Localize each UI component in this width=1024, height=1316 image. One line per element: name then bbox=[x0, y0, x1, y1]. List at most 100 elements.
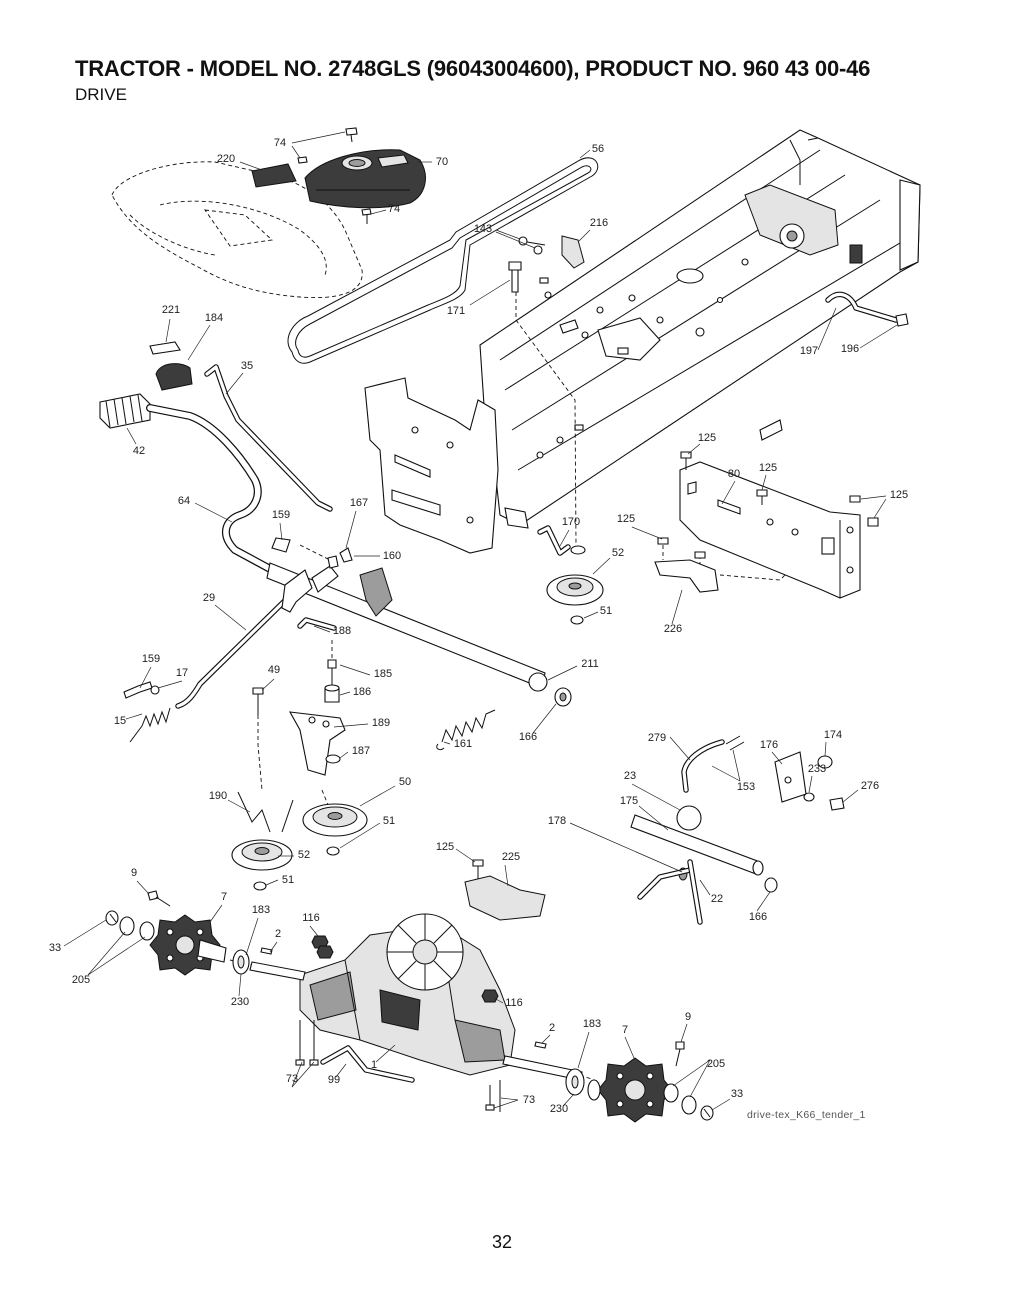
leader-line bbox=[126, 427, 137, 445]
callout-label: 185 bbox=[374, 668, 392, 680]
callout-labels: 74 220 70 56 74 143 216 171 221 184 35 1… bbox=[49, 137, 908, 1115]
callout-label: 1 bbox=[371, 1059, 377, 1071]
callout-label: 276 bbox=[861, 780, 879, 792]
leader-line bbox=[672, 1059, 711, 1087]
pedal-rod-64 bbox=[150, 408, 272, 570]
bolts-143 bbox=[518, 236, 546, 255]
bolts-9 bbox=[147, 890, 685, 1067]
callout-label: 196 bbox=[841, 343, 859, 355]
leader-line bbox=[493, 997, 504, 1004]
leader-line bbox=[493, 1099, 519, 1109]
callout-label: 190 bbox=[209, 790, 227, 802]
callout-label: 176 bbox=[760, 739, 778, 751]
pulley-52 bbox=[231, 839, 293, 891]
callout-label: 166 bbox=[749, 911, 767, 923]
bracket-176 bbox=[774, 751, 845, 811]
leader-line bbox=[227, 799, 251, 813]
leader-line bbox=[569, 822, 683, 873]
callout-label: 125 bbox=[617, 513, 635, 525]
callout-label: 230 bbox=[231, 996, 249, 1008]
leader-line bbox=[687, 443, 701, 455]
transaxle bbox=[299, 913, 516, 1076]
leader-line bbox=[370, 209, 387, 215]
leader-line bbox=[443, 741, 451, 745]
leader-line bbox=[808, 775, 813, 793]
leader-line bbox=[339, 751, 349, 759]
callout-label: 116 bbox=[505, 997, 523, 1009]
leader-line bbox=[313, 625, 331, 633]
leader-line bbox=[583, 611, 599, 619]
leader-line bbox=[817, 307, 837, 351]
hub-right bbox=[534, 1041, 673, 1123]
callout-label: 225 bbox=[502, 851, 520, 863]
leader-line bbox=[136, 880, 150, 895]
idler-bracket bbox=[252, 659, 346, 776]
callout-label: 17 bbox=[176, 667, 188, 679]
pedal-levers bbox=[271, 537, 393, 617]
leader-line bbox=[309, 925, 319, 937]
callout-label: 188 bbox=[333, 625, 351, 637]
callout-label: 153 bbox=[737, 781, 755, 793]
callout-label: 29 bbox=[203, 592, 215, 604]
leader-line bbox=[873, 498, 887, 519]
leader-line bbox=[63, 919, 107, 947]
bolt-171 bbox=[508, 261, 522, 293]
leader-line bbox=[187, 324, 211, 361]
leader-line bbox=[139, 666, 152, 689]
callout-label: 99 bbox=[328, 1074, 340, 1086]
callout-label: 189 bbox=[372, 717, 390, 729]
leader-line bbox=[721, 480, 736, 505]
bolts-125 bbox=[472, 451, 879, 880]
screw bbox=[297, 127, 372, 224]
callout-label: 125 bbox=[890, 489, 908, 501]
callout-label: 178 bbox=[548, 815, 566, 827]
leader-line bbox=[157, 680, 183, 689]
leader-line bbox=[500, 1097, 519, 1101]
callout-label: 226 bbox=[664, 623, 682, 635]
leader-line bbox=[291, 145, 301, 159]
callout-label: 143 bbox=[474, 223, 492, 235]
callout-label: 125 bbox=[698, 432, 716, 444]
callout-label: 52 bbox=[298, 849, 310, 861]
callout-label: 2 bbox=[549, 1022, 555, 1034]
callout-label: 52 bbox=[612, 547, 624, 559]
callout-label: 35 bbox=[241, 360, 253, 372]
leader-line bbox=[339, 691, 351, 696]
leader-line bbox=[624, 1036, 635, 1059]
bracket-226 bbox=[654, 559, 719, 593]
callout-label: 116 bbox=[302, 912, 320, 924]
drive-belt bbox=[287, 157, 599, 364]
leader-line bbox=[756, 891, 771, 912]
spring-17 bbox=[123, 681, 171, 743]
leader-line bbox=[245, 917, 259, 956]
leader-line bbox=[291, 1061, 303, 1088]
callout-label: 183 bbox=[252, 904, 270, 916]
leader-line bbox=[577, 1031, 590, 1069]
leader-line bbox=[87, 936, 146, 976]
callout-label: 70 bbox=[436, 156, 448, 168]
callout-label: 184 bbox=[205, 312, 223, 324]
leader-line bbox=[239, 161, 263, 171]
callout-label: 2 bbox=[275, 928, 281, 940]
leader-line bbox=[699, 879, 711, 896]
callout-label: 9 bbox=[131, 867, 137, 879]
callout-label: 171 bbox=[447, 305, 465, 317]
callout-label: 33 bbox=[49, 942, 61, 954]
leader-line bbox=[669, 736, 691, 761]
leader-line bbox=[265, 879, 279, 886]
bracket-225 bbox=[464, 875, 546, 921]
leader-line bbox=[335, 1063, 347, 1078]
idler-arm-190 bbox=[237, 791, 294, 833]
leader-line bbox=[504, 864, 509, 887]
leader-line bbox=[214, 604, 247, 631]
leader-line bbox=[671, 589, 683, 625]
callout-label: 73 bbox=[286, 1073, 298, 1085]
leader-line bbox=[469, 279, 511, 306]
bolts-73 bbox=[295, 1020, 501, 1112]
fender-outline bbox=[111, 161, 363, 299]
pulley-52-frame bbox=[546, 545, 604, 625]
leader-line bbox=[631, 526, 663, 540]
pedal-pad-184 bbox=[155, 363, 193, 391]
callout-label: 161 bbox=[454, 738, 472, 750]
